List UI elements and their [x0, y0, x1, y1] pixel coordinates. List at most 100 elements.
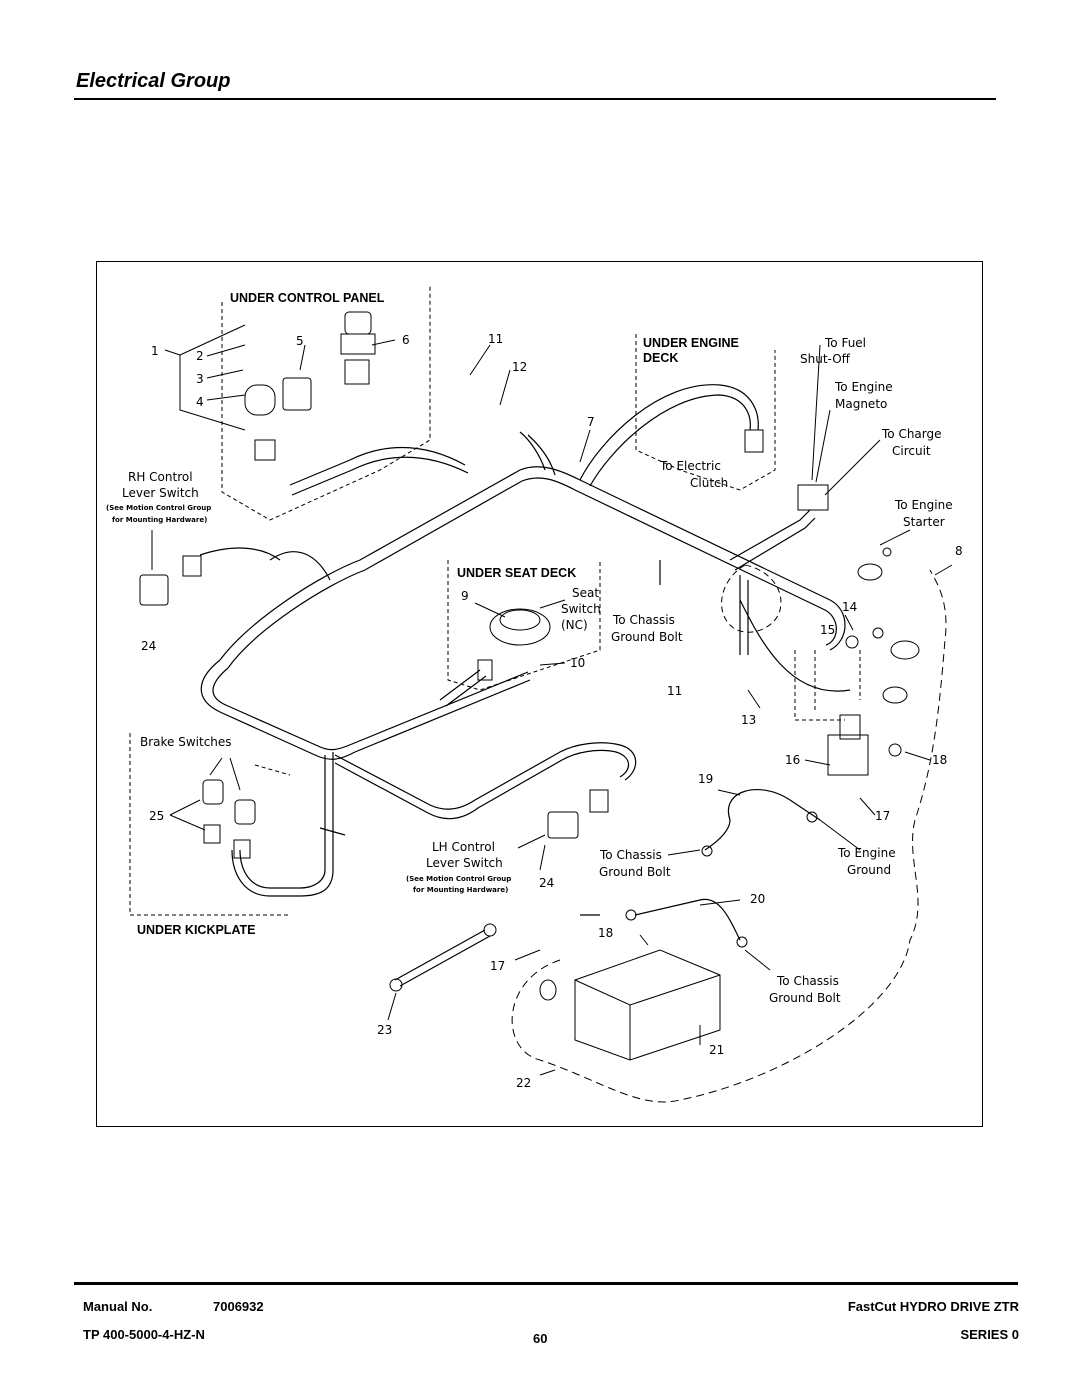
boot-c	[882, 686, 908, 704]
callout-17b: 17	[490, 959, 505, 973]
callout-24b: 24	[539, 876, 554, 890]
callout-9: 9	[461, 589, 469, 603]
ring-terminal-c	[701, 845, 713, 857]
boot-a	[857, 563, 883, 581]
manual-label: Manual No.	[83, 1299, 153, 1314]
label-lh-control-1: LH Control	[432, 840, 495, 854]
seat-deck-region	[447, 560, 601, 691]
starter-dashed-loop	[721, 564, 782, 633]
label-seat-switch-2: Switch	[561, 602, 601, 616]
footer-rule	[74, 1282, 1018, 1285]
label-rh-note-1: (See Motion Control Group	[106, 504, 211, 512]
label-to-magneto-1: To Engine	[834, 380, 893, 394]
callout-22: 22	[516, 1076, 531, 1090]
callout-13: 13	[741, 713, 756, 727]
label-chassis-c-1: To Chassis	[776, 974, 839, 988]
series-label: SERIES 0	[960, 1327, 1019, 1342]
callout-12: 12	[512, 360, 527, 374]
control-panel-region	[221, 284, 431, 521]
ring-terminal-b	[806, 811, 818, 823]
callout-17a: 17	[875, 809, 890, 823]
callout-15: 15	[820, 623, 835, 637]
label-brake-switches: Brake Switches	[140, 735, 232, 749]
label-to-fuel-1: To Fuel	[824, 336, 866, 350]
label-lh-control-2: Lever Switch	[426, 856, 503, 870]
label-chassis-c-2: Ground Bolt	[769, 991, 841, 1005]
cable-end-a	[483, 923, 497, 937]
boot-b	[890, 640, 920, 660]
label-to-clutch-1: To Electric	[659, 459, 721, 473]
rh-lever-switch	[139, 574, 169, 606]
magneto-connector	[797, 484, 829, 511]
nut-18	[888, 743, 902, 757]
label-chassis-b-1: To Chassis	[599, 848, 662, 862]
title-rule	[74, 98, 996, 100]
tp-code: TP 400-5000-4-HZ-N	[83, 1327, 205, 1342]
callout-11b: 11	[667, 684, 682, 698]
brake-connector-a	[203, 824, 221, 844]
heading-under-engine-deck-1: UNDER ENGINE	[643, 336, 739, 350]
label-seat-switch-3: (NC)	[561, 618, 588, 632]
label-engine-ground-2: Ground	[847, 863, 891, 877]
ignition-connector	[254, 439, 276, 461]
battery	[574, 949, 721, 1061]
cable-end-b	[389, 978, 403, 992]
lh-connector	[589, 789, 609, 813]
engine-deck-region	[635, 334, 776, 491]
brake-switch-a	[202, 779, 224, 805]
boot-d	[539, 979, 557, 1001]
manual-number: 7006932	[213, 1299, 264, 1314]
callout-5: 5	[296, 334, 304, 348]
diagram-frame	[96, 261, 983, 1127]
label-to-charge-1: To Charge	[881, 427, 942, 441]
page-title: Electrical Group	[76, 70, 231, 92]
label-lh-note-2: for Mounting Hardware)	[413, 886, 508, 894]
light-switch	[282, 377, 312, 411]
callout-8: 8	[955, 544, 963, 558]
label-chassis-a-2: Ground Bolt	[611, 630, 683, 644]
callout-1: 1	[151, 344, 159, 358]
heading-under-control-panel: UNDER CONTROL PANEL	[230, 291, 385, 305]
ring-terminal-e	[625, 909, 637, 921]
nut-14	[872, 627, 884, 639]
brake-switch-b	[234, 799, 256, 825]
solenoid-dashed	[794, 650, 861, 721]
label-chassis-b-2: Ground Bolt	[599, 865, 671, 879]
callout-23: 23	[377, 1023, 392, 1037]
brake-connector-b	[233, 839, 251, 859]
callout-19: 19	[698, 772, 713, 786]
callout-4: 4	[196, 395, 204, 409]
label-chassis-a-1: To Chassis	[612, 613, 675, 627]
label-rh-control-2: Lever Switch	[122, 486, 199, 500]
label-rh-note-2: for Mounting Hardware)	[112, 516, 207, 524]
heading-under-engine-deck-2: DECK	[643, 351, 678, 365]
label-lh-note-1: (See Motion Control Group	[406, 875, 511, 883]
ring-terminal-a	[882, 547, 892, 557]
heading-under-seat-deck: UNDER SEAT DECK	[457, 566, 576, 580]
seat-switch	[489, 608, 551, 646]
callout-14: 14	[842, 600, 857, 614]
label-engine-ground-1: To Engine	[837, 846, 896, 860]
callout-10: 10	[570, 656, 585, 670]
lh-lever-switch	[547, 811, 579, 839]
pto-switch-base	[340, 333, 376, 355]
product-name: FastCut HYDRO DRIVE ZTR	[847, 1299, 1019, 1314]
label-to-starter-1: To Engine	[894, 498, 953, 512]
callout-25: 25	[149, 809, 164, 823]
label-to-charge-2: Circuit	[892, 444, 931, 458]
callout-11a: 11	[488, 332, 503, 346]
ring-terminal-d	[736, 936, 748, 948]
label-to-fuel-2: Shut-Off	[800, 352, 851, 366]
seat-connector	[477, 659, 493, 681]
page-number: 60	[533, 1331, 548, 1346]
callout-7: 7	[587, 415, 595, 429]
callout-18a: 18	[932, 753, 947, 767]
label-rh-control-1: RH Control	[128, 470, 193, 484]
callout-21: 21	[709, 1043, 724, 1057]
label-seat-switch-1: Seat	[572, 586, 599, 600]
label-to-clutch-2: Clutch	[690, 476, 728, 490]
callout-16: 16	[785, 753, 800, 767]
main-harness	[199, 384, 851, 987]
label-to-magneto-2: Magneto	[835, 397, 887, 411]
